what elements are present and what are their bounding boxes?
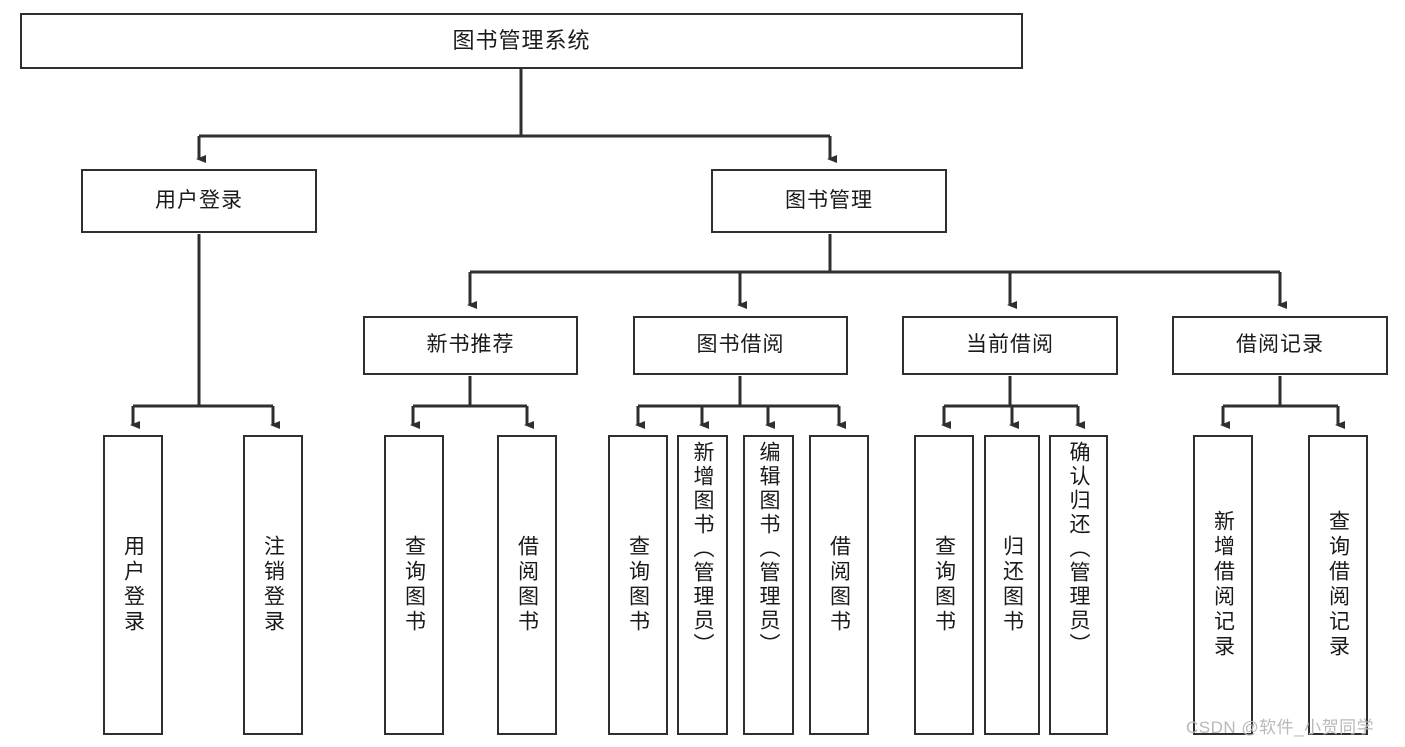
node-book-management[interactable]: 图书管理 (711, 169, 947, 233)
leaf-current-confirm-return-admin[interactable]: 确认归还（管理员） (1049, 435, 1108, 735)
leaf-user-login-login[interactable]: 用户登录 (103, 435, 163, 735)
node-label: 新书推荐 (426, 333, 515, 357)
leaf-user-login-logout[interactable]: 注销登录 (243, 435, 303, 735)
node-label: 借阅图书 (515, 535, 539, 635)
leaf-record-query-record[interactable]: 查询借阅记录 (1308, 435, 1368, 735)
node-label: 用户登录 (121, 535, 145, 635)
node-label: 编辑图书（管理员） (757, 441, 780, 657)
leaf-borrow-borrow-book[interactable]: 借阅图书 (809, 435, 869, 735)
node-label: 查询借阅记录 (1326, 510, 1350, 660)
node-label: 图书管理 (785, 188, 873, 212)
leaf-recommend-borrow-book[interactable]: 借阅图书 (497, 435, 557, 735)
node-label: 用户登录 (155, 188, 243, 212)
leaf-record-add-record[interactable]: 新增借阅记录 (1193, 435, 1253, 735)
node-label: 注销登录 (261, 535, 285, 635)
leaf-current-return-book[interactable]: 归还图书 (984, 435, 1040, 735)
node-label: 借阅图书 (827, 535, 851, 635)
node-label: 新增图书（管理员） (691, 441, 714, 657)
node-label: 查询图书 (932, 535, 956, 635)
node-current-borrow[interactable]: 当前借阅 (902, 316, 1118, 375)
node-label: 查询图书 (402, 535, 426, 635)
csdn-watermark: CSDN @软件_小贺同学 (1186, 718, 1375, 737)
node-label: 确认归还（管理员） (1067, 441, 1090, 657)
node-label: 图书借阅 (696, 333, 785, 357)
leaf-current-query-book[interactable]: 查询图书 (914, 435, 974, 735)
node-root-system[interactable]: 图书管理系统 (20, 13, 1023, 69)
node-new-book-recommend[interactable]: 新书推荐 (363, 316, 578, 375)
node-borrow-record[interactable]: 借阅记录 (1172, 316, 1388, 375)
leaf-borrow-edit-book-admin[interactable]: 编辑图书（管理员） (743, 435, 794, 735)
node-label: 新增借阅记录 (1211, 510, 1235, 660)
node-label: 图书管理系统 (452, 28, 591, 54)
node-user-login[interactable]: 用户登录 (81, 169, 317, 233)
leaf-borrow-query-book[interactable]: 查询图书 (608, 435, 668, 735)
node-label: 归还图书 (1000, 535, 1024, 635)
node-label: 借阅记录 (1236, 333, 1324, 357)
node-book-borrow[interactable]: 图书借阅 (633, 316, 848, 375)
node-label: 查询图书 (626, 535, 650, 635)
leaf-borrow-add-book-admin[interactable]: 新增图书（管理员） (677, 435, 728, 735)
node-label: 当前借阅 (966, 333, 1054, 357)
leaf-recommend-query-book[interactable]: 查询图书 (384, 435, 444, 735)
